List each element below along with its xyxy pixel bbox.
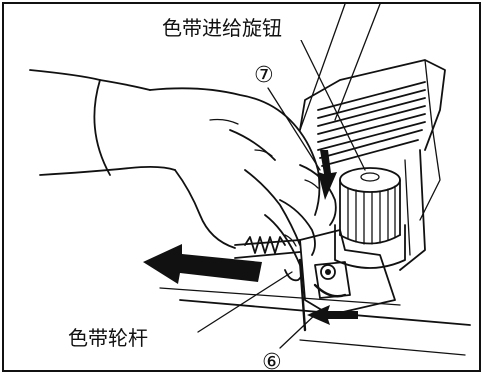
lever-arrow-6 <box>307 305 358 325</box>
ribbon-arrow-7 <box>318 150 337 200</box>
leader-line-6 <box>279 311 319 349</box>
callout-number-7: ⑦ <box>254 63 274 88</box>
ribbon-lever-label: 色带轮杆 <box>68 326 148 350</box>
callout-number-6: ⑥ <box>262 350 282 374</box>
printer-body <box>159 3 471 356</box>
ribbon-feed-knob <box>334 167 406 269</box>
ribbon-lever-mechanism <box>234 229 396 332</box>
vent-grille <box>317 81 426 167</box>
ribbon-feed-knob-label: 色带进给旋钮 <box>162 16 282 40</box>
leader-line-lever <box>197 271 293 333</box>
pull-direction-arrow <box>143 244 262 284</box>
leader-line-7 <box>267 87 321 171</box>
leader-line-knob <box>299 37 366 171</box>
operator-hand <box>29 69 337 282</box>
